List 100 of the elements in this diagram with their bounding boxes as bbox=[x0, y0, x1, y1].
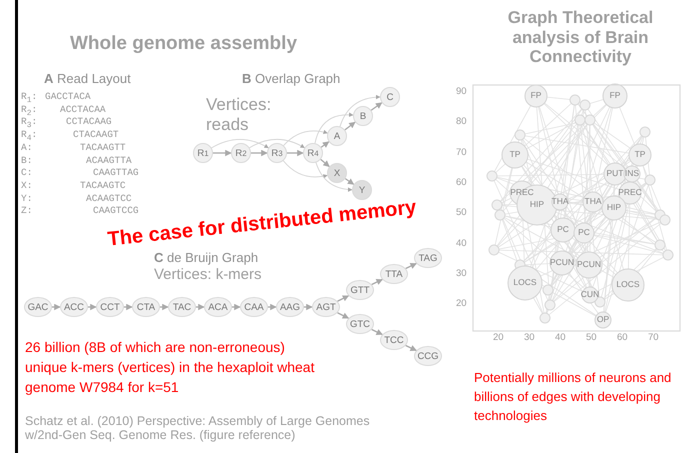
arrow bbox=[124, 304, 133, 310]
panel-note: Vertices: k-mers bbox=[154, 266, 262, 284]
arrow bbox=[196, 304, 205, 310]
panel-note: Vertices: reads bbox=[206, 95, 272, 134]
graph-node: TCC bbox=[380, 330, 408, 350]
arrow bbox=[287, 150, 304, 156]
graph-node: C bbox=[380, 87, 400, 107]
graph-node: CAA bbox=[240, 297, 268, 317]
graph-node: Y bbox=[352, 180, 372, 200]
sequence-text: CAAGTTAG bbox=[93, 168, 139, 180]
panel-heading: C de Bruijn Graph bbox=[154, 251, 258, 266]
row-label: R$_{1}$: bbox=[21, 92, 38, 105]
arrow bbox=[320, 158, 330, 168]
node-label: HIP bbox=[606, 203, 622, 213]
sequence-text: GACCTACA bbox=[45, 92, 91, 103]
node-label: PC bbox=[557, 225, 569, 235]
sequence-text: ACAAGTTA bbox=[86, 156, 132, 166]
node-label: PUT bbox=[606, 169, 624, 179]
row-label: Z: bbox=[21, 206, 32, 218]
node-label: THA bbox=[584, 197, 602, 207]
axis-tick: 70 bbox=[648, 333, 659, 344]
arrow bbox=[320, 141, 330, 148]
note-text: 26 billion (8B of which are non-erroneous) unique k-mers (vertices) in the hexaploit wheat genome W7984 for k=51 bbox=[25, 338, 316, 397]
sequence-text: TACAAGTT bbox=[80, 142, 126, 154]
graph-node: GTT bbox=[346, 280, 374, 300]
node-label: THA bbox=[552, 197, 568, 207]
arrow bbox=[370, 102, 382, 111]
row-label: Y: bbox=[21, 194, 32, 205]
axis-tick: 50 bbox=[586, 333, 597, 344]
arrow bbox=[344, 122, 356, 130]
arrow bbox=[371, 328, 383, 336]
node-label: PCUN bbox=[550, 258, 574, 268]
arrow bbox=[249, 138, 305, 148]
panel-heading: A Read Layout bbox=[44, 72, 131, 87]
arrow bbox=[337, 312, 350, 319]
node-label: LOCS bbox=[616, 280, 640, 290]
arrow bbox=[282, 160, 328, 178]
graph-node: ACA bbox=[204, 297, 232, 317]
graph-node: GAC bbox=[24, 297, 52, 317]
row-label: C: bbox=[21, 168, 32, 180]
section-heading: Whole genome assembly bbox=[70, 33, 298, 55]
node-label: INS bbox=[624, 169, 640, 179]
arrow bbox=[316, 162, 352, 192]
node-label: LOCS bbox=[513, 278, 537, 288]
graph-node: A bbox=[327, 126, 347, 146]
node-label: FP bbox=[610, 91, 620, 101]
arrow bbox=[232, 304, 241, 310]
sequence-text: CTACAAGT bbox=[73, 130, 119, 142]
arrow bbox=[211, 139, 269, 148]
graph-node: AAG bbox=[276, 297, 304, 317]
reference-text: Schatz et al. (2010) Perspective: Assembly of Large Genomes w/2nd-Gen Seq. Genome Res. (figure reference) bbox=[25, 414, 371, 443]
axis-tick: 90 bbox=[456, 87, 467, 98]
graph-node: X bbox=[327, 163, 347, 183]
arrow bbox=[304, 304, 313, 310]
node-label: PCUN bbox=[576, 260, 602, 270]
arrow bbox=[283, 130, 328, 146]
node-label: PREC bbox=[510, 188, 534, 198]
graph-node: CCG bbox=[414, 346, 442, 366]
arrow bbox=[88, 304, 97, 310]
axis-tick: 70 bbox=[456, 148, 467, 159]
arrow bbox=[52, 304, 61, 310]
graph-node: ACC bbox=[60, 297, 88, 317]
arrow bbox=[405, 262, 417, 270]
section-heading: Graph Theoretical analysis of Brain Connectivity bbox=[506, 8, 654, 67]
arrow bbox=[405, 344, 417, 352]
node-label: CUN bbox=[580, 290, 600, 300]
node-label: FP bbox=[530, 91, 542, 101]
axis-tick: 60 bbox=[456, 178, 467, 189]
row-label: A: bbox=[21, 142, 32, 154]
row-label: B: bbox=[21, 156, 32, 166]
axis-tick: 30 bbox=[524, 333, 535, 344]
axis-tick: 40 bbox=[555, 333, 566, 344]
node-label: PC bbox=[578, 228, 590, 238]
graph-node: TAG bbox=[414, 248, 442, 268]
arrow bbox=[337, 295, 350, 302]
arrow bbox=[213, 150, 232, 156]
note-text: Potentially millions of neurons and billions of edges with developing technologies bbox=[474, 369, 672, 425]
row-label: X: bbox=[21, 180, 32, 192]
node-label: TP bbox=[510, 150, 520, 160]
sequence-text: CAAGTCCG bbox=[93, 206, 139, 218]
graph-node: TAC bbox=[168, 297, 196, 317]
sequence-text: TACAAGTC bbox=[80, 180, 126, 192]
node-label: PREC bbox=[618, 188, 642, 198]
axis-tick: 20 bbox=[493, 333, 504, 344]
sequence-text: CCTACAAG bbox=[66, 117, 112, 128]
axis-tick: 60 bbox=[617, 333, 628, 344]
axis-tick: 80 bbox=[456, 117, 467, 128]
graph-node: GTC bbox=[346, 314, 374, 334]
panel-heading: B Overlap Graph bbox=[242, 72, 340, 87]
axis-tick: 30 bbox=[456, 268, 467, 280]
arrow bbox=[340, 94, 380, 127]
node-label: HIP bbox=[530, 200, 544, 210]
sequence-text: ACAAGTCC bbox=[86, 194, 132, 205]
node-label: OP bbox=[596, 315, 610, 325]
axis-tick: 50 bbox=[456, 208, 467, 220]
arrow bbox=[251, 150, 268, 156]
graph-node: CTA bbox=[132, 297, 160, 317]
row-label: R$_{2}$: bbox=[21, 104, 38, 118]
graph-node: TTA bbox=[380, 264, 408, 284]
arrow bbox=[160, 304, 169, 310]
